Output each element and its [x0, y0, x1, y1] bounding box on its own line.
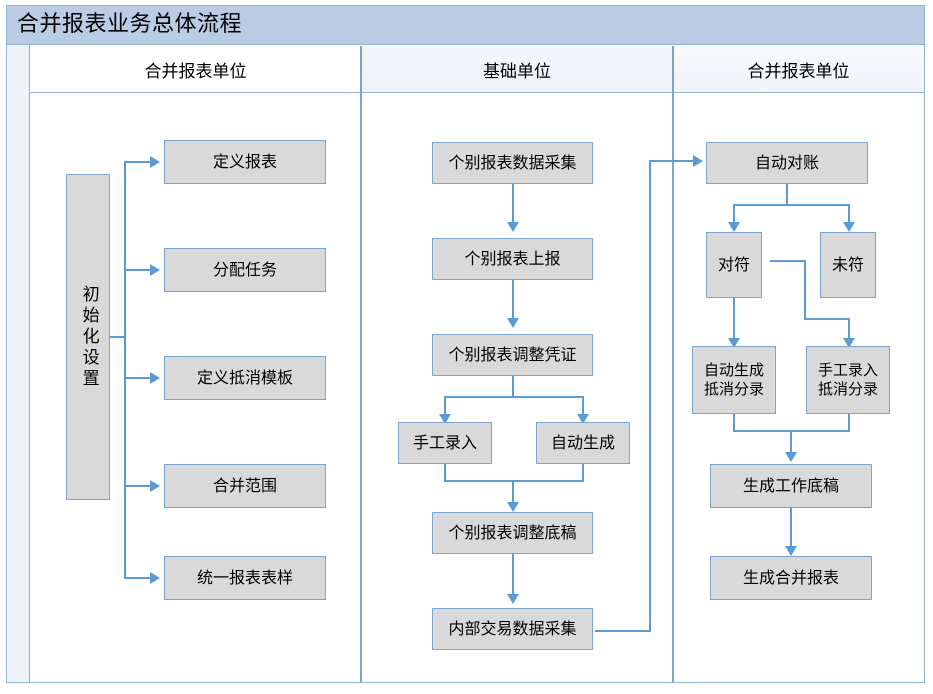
node-manual-entry[interactable]: 手工录入 — [398, 422, 492, 464]
connector-init-to-assign-task — [124, 269, 152, 271]
left-gutter-strip — [7, 45, 30, 682]
arrowhead-indiv-draft — [507, 502, 519, 512]
connector-matched-to-auto-offset — [733, 296, 735, 342]
node-individual-report-draft[interactable]: 个别报表调整底稿 — [432, 512, 593, 554]
page-title: 合并报表业务总体流程 — [17, 12, 243, 37]
lane-header-middle-label: 基础单位 — [483, 61, 551, 82]
connector-submit-to-voucher — [512, 280, 514, 322]
connector-worksheet-to-report — [790, 508, 792, 550]
node-manual-offset-entry-line2: 抵消分录 — [817, 380, 878, 398]
node-merge-scope[interactable]: 合并范围 — [164, 464, 326, 508]
node-internal-trade-collection[interactable]: 内部交易数据采集 — [432, 608, 593, 650]
connector-merge-bar — [444, 480, 584, 482]
arrowhead-internal-trade — [507, 594, 519, 604]
arrowhead-unified-form — [150, 572, 160, 584]
node-assign-task[interactable]: 分配任务 — [164, 248, 326, 292]
connector-matched-to-manual-offset — [804, 318, 850, 320]
connector-offset-merge-stem — [790, 430, 792, 456]
arrowhead-define-report — [150, 156, 160, 168]
node-individual-report-voucher[interactable]: 个别报表调整凭证 — [432, 334, 593, 376]
connector-reconcile-to-unmatched — [848, 204, 850, 226]
node-unmatched[interactable]: 未符 — [820, 232, 876, 298]
connector-auto-down — [582, 462, 584, 482]
arrowhead-auto-reconcile — [693, 155, 703, 167]
lane-header-right-label: 合并报表单位 — [747, 61, 850, 82]
connector-init-to-merge-scope — [124, 485, 152, 487]
node-auto-offset-entry-line1: 自动生成 — [703, 361, 764, 380]
node-define-offset-template[interactable]: 定义抵消模板 — [164, 356, 326, 400]
connector-init-stub — [110, 336, 126, 338]
connector-manual-offset-down — [848, 412, 850, 432]
arrowhead-manual-entry — [439, 414, 451, 424]
connector-collect-to-submit — [512, 182, 514, 226]
arrowhead-merge-scope — [150, 480, 160, 492]
node-unified-report-form[interactable]: 统一报表表样 — [164, 556, 326, 600]
node-define-report[interactable]: 定义报表 — [164, 140, 326, 184]
arrowhead-auto-offset-entry — [728, 338, 740, 348]
node-init-setup[interactable]: 初始化设置 — [66, 174, 110, 500]
node-auto-offset-entry-line2: 抵消分录 — [703, 380, 764, 398]
arrowhead-unmatched — [843, 222, 855, 232]
connector-manual-down — [444, 462, 446, 482]
node-individual-report-submit[interactable]: 个别报表上报 — [432, 238, 593, 280]
arrowhead-assign-task — [150, 264, 160, 276]
node-manual-offset-entry-line1: 手工录入 — [817, 361, 878, 380]
connector-init-to-define-report — [124, 161, 152, 163]
lane-header-right: 合并报表单位 — [673, 46, 924, 93]
connector-voucher-split-stem — [512, 376, 514, 398]
connector-internal-up — [649, 160, 651, 632]
connector-init-to-define-offset-tpl — [124, 377, 152, 379]
connector-voucher-to-auto — [582, 396, 584, 418]
arrowhead-voucher — [507, 318, 519, 328]
node-generate-worksheet[interactable]: 生成工作底稿 — [710, 464, 872, 508]
lane-divider-1 — [360, 46, 362, 682]
arrowhead-submit — [507, 222, 519, 232]
lane-header-left-label: 合并报表单位 — [144, 61, 247, 82]
lane-header-middle: 基础单位 — [361, 46, 673, 93]
node-auto-generate[interactable]: 自动生成 — [536, 422, 630, 464]
node-matched[interactable]: 对符 — [706, 232, 762, 298]
connector-reconcile-split-bar — [733, 204, 850, 206]
diagram-title-bar: 合并报表业务总体流程 — [6, 5, 925, 45]
arrowhead-auto-generate — [577, 414, 589, 424]
arrowhead-define-offset-tpl — [150, 372, 160, 384]
connector-matched-right — [770, 260, 806, 262]
connector-matched-down — [804, 260, 806, 320]
node-manual-offset-entry[interactable]: 手工录入 抵消分录 — [806, 346, 890, 414]
lane-header-left: 合并报表单位 — [30, 46, 361, 93]
node-individual-report-collection[interactable]: 个别报表数据采集 — [432, 142, 593, 184]
connector-reconcile-split-stem — [786, 182, 788, 206]
connector-auto-offset-down — [733, 412, 735, 432]
connector-reconcile-to-matched — [733, 204, 735, 226]
connector-voucher-split-bar — [444, 396, 584, 398]
connector-draft-to-internal — [512, 554, 514, 598]
connector-internal-right — [595, 630, 651, 632]
connector-voucher-to-manual — [444, 396, 446, 418]
connector-internal-to-reconcile — [649, 160, 695, 162]
arrowhead-gen-merged-report — [785, 546, 797, 556]
connector-manual-offset-stem — [848, 318, 850, 342]
node-auto-reconcile[interactable]: 自动对账 — [706, 142, 868, 184]
connector-init-trunk — [124, 162, 126, 579]
connector-init-to-unified-form — [124, 577, 152, 579]
node-generate-merged-report[interactable]: 生成合并报表 — [710, 556, 872, 600]
node-auto-offset-entry[interactable]: 自动生成 抵消分录 — [692, 346, 776, 414]
arrowhead-matched — [728, 222, 740, 232]
arrowhead-gen-worksheet — [785, 452, 797, 462]
arrowhead-manual-offset-entry — [843, 338, 855, 348]
lane-divider-2 — [672, 46, 674, 682]
connector-merge-stem — [512, 480, 514, 506]
